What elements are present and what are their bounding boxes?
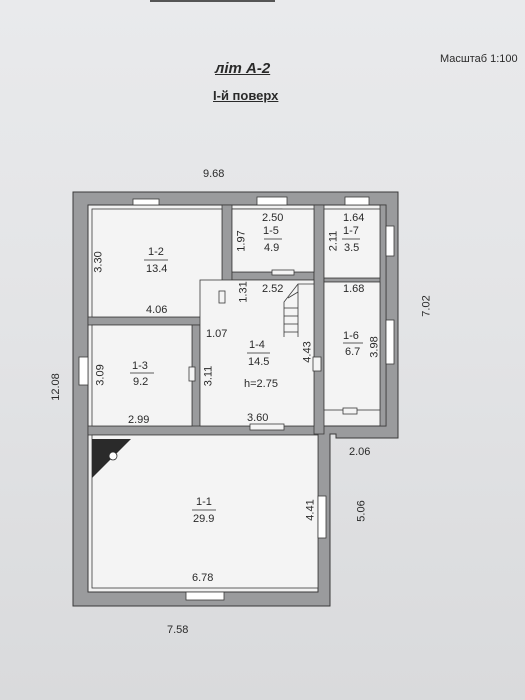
door: [271, 269, 295, 276]
window: [185, 591, 225, 601]
dim-1-3-height: 3.09: [94, 364, 107, 386]
dim-1-4-ceiling: h=2.75: [244, 378, 278, 390]
dim-1-1-height: 4.41: [304, 499, 317, 521]
staircase: [283, 283, 314, 337]
floor-subtitle: І-й поверх: [213, 88, 279, 103]
dim-1-7-width: 1.64: [343, 212, 365, 224]
label-bars: [130, 238, 363, 511]
window: [317, 495, 327, 539]
window: [256, 196, 288, 206]
page-top-rule: [150, 0, 275, 2]
window: [385, 319, 395, 365]
door: [188, 366, 196, 382]
dim-1-4-right: 4.43: [301, 341, 314, 363]
room-1-3-number: 1-3: [132, 360, 148, 372]
dim-1-5-width: 2.50: [262, 212, 284, 224]
room-1-4-number: 1-4: [249, 339, 265, 351]
dim-1-4-bottom: 3.60: [247, 412, 269, 424]
room-1-1-number: 1-1: [196, 496, 212, 508]
dim-1-5-height: 1.97: [235, 230, 248, 252]
dim-1-3-right: 3.11: [202, 365, 215, 387]
dim-1-3-width: 2.99: [128, 414, 150, 426]
room-1-6: [323, 281, 381, 411]
dim-1-6-height: 3.98: [368, 336, 381, 358]
room-1-7-number: 1-7: [343, 225, 359, 237]
room-1-5-area: 4.9: [264, 242, 280, 254]
window: [385, 225, 395, 257]
overall-right-lower-height: 5.06: [355, 500, 368, 522]
doors: [188, 269, 358, 431]
windows: [78, 196, 395, 601]
dim-1-7-height: 2.11: [327, 230, 340, 252]
dim-1-5-bottom: 2.52: [262, 283, 284, 295]
door: [312, 356, 322, 372]
door: [218, 290, 226, 304]
door: [249, 423, 285, 431]
scale-label: Масштаб 1:100: [440, 53, 518, 65]
room-1-3-area: 9.2: [133, 376, 149, 388]
window: [78, 356, 89, 386]
room-1-1: [91, 434, 319, 589]
overall-right-step-width: 2.06: [349, 446, 371, 458]
overall-left-height: 12.08: [49, 373, 62, 401]
dim-1-2-height: 3.30: [92, 251, 105, 273]
overall-top-width: 9.68: [203, 168, 225, 180]
dim-1-1-width: 6.78: [192, 572, 214, 584]
plan-title: літ А-2: [215, 60, 271, 77]
dim-1-4-left: 1.07: [206, 328, 228, 340]
room-1-2-number: 1-2: [148, 246, 164, 258]
room-1-7: [323, 208, 381, 279]
room-1-6-number: 1-6: [343, 330, 359, 342]
dim-1-4-small: 1.31: [237, 281, 250, 303]
stove-circle: [108, 451, 118, 461]
dim-1-2-width: 4.06: [146, 304, 168, 316]
door: [342, 407, 358, 415]
dim-1-6-width: 1.68: [343, 283, 365, 295]
room-1-4-area: 14.5: [248, 356, 270, 368]
room-1-2-area: 13.4: [146, 263, 168, 275]
room-1-5-number: 1-5: [263, 225, 279, 237]
room-1-1-area: 29.9: [193, 513, 215, 525]
room-1-7-area: 3.5: [344, 242, 360, 254]
room-1-6-area: 6.7: [345, 346, 361, 358]
overall-right-upper-height: 7.02: [420, 295, 433, 317]
window: [132, 198, 160, 206]
overall-bottom-width: 7.58: [167, 624, 189, 636]
room-1-5-area: [231, 208, 315, 273]
window: [344, 196, 370, 206]
